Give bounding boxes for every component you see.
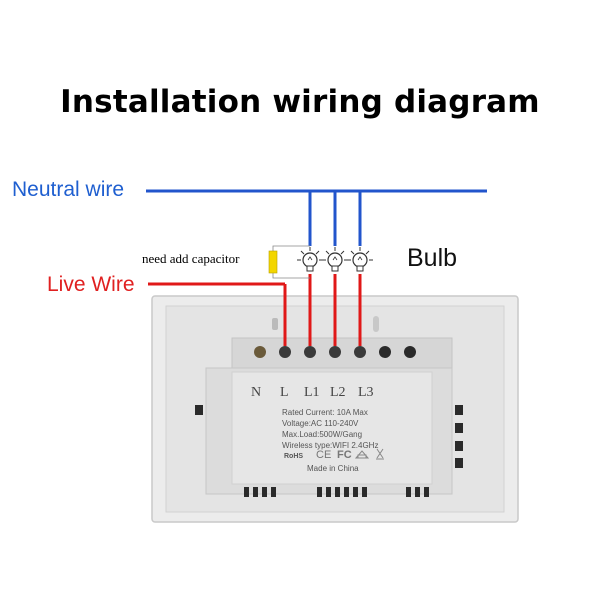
rohs-mark: RoHS bbox=[284, 453, 303, 460]
live-wire-label: Live Wire bbox=[47, 273, 135, 296]
bulb-icon bbox=[297, 247, 323, 272]
terminal-label-n: N bbox=[251, 385, 261, 400]
label-plate bbox=[231, 371, 433, 485]
neutral-wire bbox=[146, 189, 487, 246]
fc-mark: FC bbox=[337, 449, 352, 461]
ce-mark: CE bbox=[316, 449, 331, 461]
spec-made-in: Made in China bbox=[307, 464, 359, 473]
terminal-label-l2: L2 bbox=[330, 385, 346, 400]
capacitor-body bbox=[268, 250, 278, 274]
live-wire bbox=[148, 274, 362, 346]
spec-voltage: Voltage:AC 110-240V bbox=[282, 419, 359, 428]
bulb-icon bbox=[322, 247, 348, 272]
mount-slot bbox=[373, 316, 379, 332]
spec-load: Max.Load:500W/Gang bbox=[282, 430, 362, 439]
bulb-icon bbox=[347, 247, 373, 272]
bottom-vents bbox=[244, 487, 429, 497]
neutral-wire-label: Neutral wire bbox=[12, 178, 125, 201]
spec-wireless: Wireless type:WIFI 2.4GHz bbox=[282, 441, 378, 450]
mount-slot bbox=[272, 318, 278, 330]
terminal-label-l3: L3 bbox=[358, 385, 374, 400]
capacitor bbox=[268, 245, 310, 279]
diagram-title: Installation wiring diagram bbox=[60, 84, 540, 120]
spec-current: Rated Current: 10A Max bbox=[282, 408, 368, 417]
terminal-label-l1: L1 bbox=[304, 385, 320, 400]
capacitor-label: need add capacitor bbox=[142, 251, 240, 266]
bulbs bbox=[297, 247, 373, 272]
house-icon bbox=[354, 450, 370, 459]
terminal-screws bbox=[254, 346, 416, 358]
terminal-label-l: L bbox=[280, 385, 289, 400]
bulb-label: Bulb bbox=[407, 244, 458, 272]
weee-bin-icon bbox=[376, 448, 384, 460]
